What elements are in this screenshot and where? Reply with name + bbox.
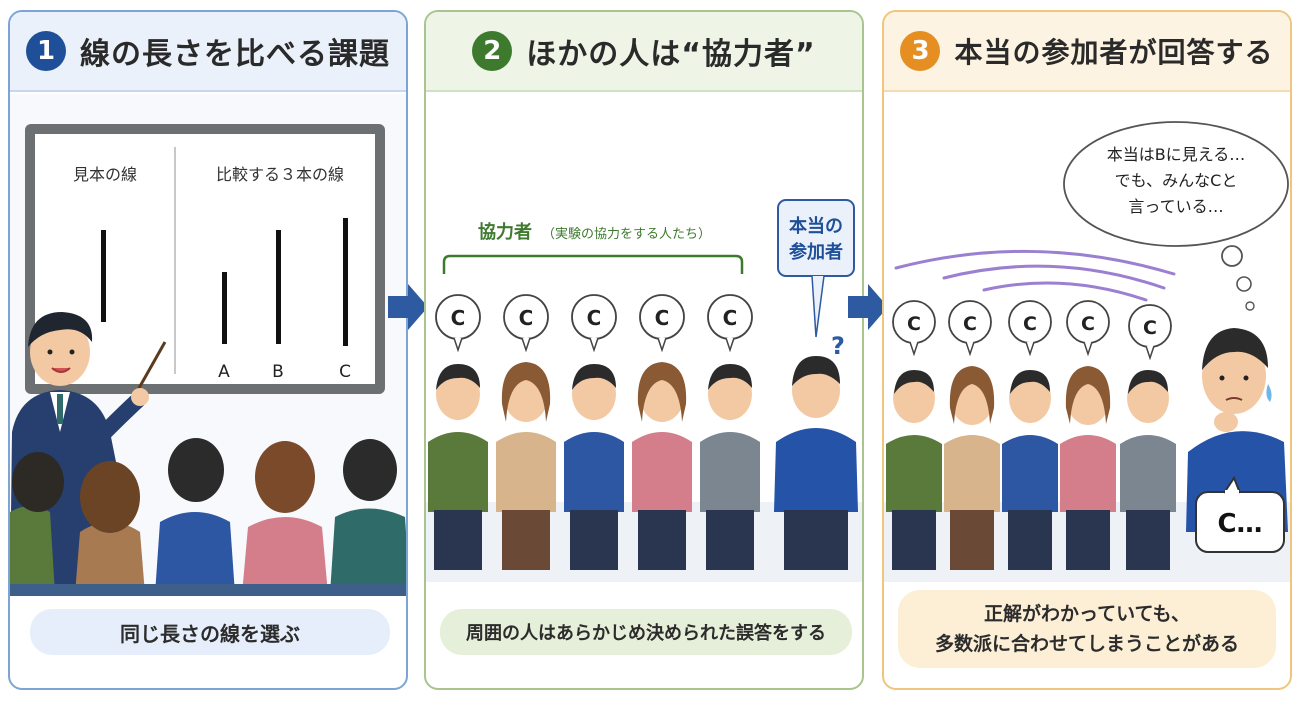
answer-bubble: C — [435, 294, 481, 353]
panel1-caption: 同じ長さの線を選ぶ — [30, 609, 390, 655]
sample-line-label: 見本の線 — [73, 165, 137, 184]
participant-tag: 本当の 参加者 — [777, 199, 855, 338]
sweat-drop-icon — [1266, 384, 1272, 402]
confederate-person — [1002, 370, 1058, 570]
panel-header: 2 ほかの人は“協力者” — [426, 12, 862, 92]
panel-line-task: 1 線の長さを比べる課題 見本の線 比較する３本の線 A B C — [8, 10, 408, 690]
answer-bubble: C — [1008, 300, 1052, 357]
answer-text: C — [963, 313, 977, 335]
answer-bubble: C — [707, 294, 753, 353]
students-audience — [10, 438, 406, 596]
answer-bubble: C — [503, 294, 549, 353]
answer-text: C — [451, 306, 466, 330]
confederate-person — [1120, 370, 1176, 570]
confederate-person — [944, 366, 1000, 570]
confederates-note: （実験の協力をする人たち） — [542, 226, 711, 242]
reply-bubble: C… — [1195, 475, 1285, 553]
confederate-person — [1060, 366, 1116, 570]
confederates-label: 協力者 — [478, 221, 532, 243]
thought-line-2: でも、みんなCと — [1115, 171, 1238, 190]
participant-answer-scene: 本当はBに見える… でも、みんなCと 言っている… C C C C C — [884, 121, 1290, 582]
arrow-right-icon — [388, 284, 428, 330]
whiteboard: 見本の線 比較する３本の線 A B C — [25, 124, 385, 394]
confederate-person — [886, 370, 942, 570]
answer-text: C — [1081, 313, 1095, 335]
answer-bubble: C — [948, 300, 992, 357]
panel-title: 本当の参加者が回答する — [954, 36, 1274, 69]
answer-bubbles: C C C C C — [435, 294, 753, 353]
thought-line-3: 言っている… — [1128, 197, 1223, 216]
question-mark: ? — [831, 332, 845, 360]
panel-header: 3 本当の参加者が回答する — [884, 12, 1290, 92]
arrow-right-icon — [848, 284, 888, 330]
panel3-caption: 正解がわかっていても、 多数派に合わせてしまうことがある — [898, 590, 1276, 668]
classroom-scene: 見本の線 比較する３本の線 A B C — [10, 94, 406, 596]
step-number-badge: 3 — [900, 31, 941, 71]
line-c-label: C — [339, 362, 351, 382]
pressure-lines — [894, 249, 1176, 302]
answer-text: C — [1023, 313, 1037, 335]
line-a-label: A — [218, 362, 230, 382]
confederate-person — [700, 364, 760, 570]
answer-text: C — [587, 306, 602, 330]
confederate-person — [428, 364, 488, 570]
panel-confederates: 2 ほかの人は“協力者” 協力者 （実験の協力をする人たち） 本当の 参加者 ?… — [424, 10, 864, 690]
line-b — [276, 230, 281, 344]
reply-text: C… — [1217, 509, 1262, 539]
confederates-scene: 協力者 （実験の協力をする人たち） 本当の 参加者 ? C C C C C — [426, 199, 862, 582]
caption-line-2: 多数派に合わせてしまうことがある — [934, 633, 1239, 655]
answer-bubble: C — [639, 294, 685, 353]
step-number-badge: 2 — [472, 31, 513, 71]
comparison-lines-label: 比較する３本の線 — [216, 165, 344, 184]
sample-line — [101, 230, 106, 322]
answer-text: C — [1143, 317, 1157, 339]
thought-line-1: 本当はBに見える… — [1107, 145, 1246, 164]
real-participant — [774, 356, 858, 570]
answer-text: C — [655, 306, 670, 330]
confederate-person — [496, 362, 556, 570]
participant-tag-line2: 参加者 — [789, 241, 843, 263]
seated-people — [426, 356, 862, 582]
group-bracket — [442, 254, 744, 274]
answer-text: C — [907, 313, 921, 335]
answer-bubbles: C C C C C — [892, 300, 1172, 361]
line-c — [343, 218, 348, 346]
answer-bubble: C — [1128, 304, 1172, 361]
panel2-caption: 周囲の人はあらかじめ決められた誤答をする — [440, 609, 852, 655]
line-b-label: B — [272, 362, 284, 382]
panel-title: 線の長さを比べる課題 — [80, 37, 390, 72]
participant-tag-line1: 本当の — [789, 215, 843, 237]
answer-bubble: C — [571, 294, 617, 353]
confederate-person — [564, 364, 624, 570]
panel-header: 1 線の長さを比べる課題 — [10, 12, 406, 92]
confederate-person — [632, 362, 692, 570]
answer-bubble: C — [892, 300, 936, 357]
caption-line-1: 正解がわかっていても、 — [984, 603, 1190, 625]
step-number-badge: 1 — [26, 31, 66, 71]
panel-title: ほかの人は“協力者” — [526, 37, 816, 72]
line-a — [222, 272, 227, 344]
answer-bubble: C — [1066, 300, 1110, 357]
thought-cloud: 本当はBに見える… でも、みんなCと 言っている… — [1063, 121, 1289, 311]
answer-text: C — [519, 306, 534, 330]
answer-text: C — [723, 306, 738, 330]
panel-participant-answers: 3 本当の参加者が回答する 本当はBに見える… でも、みんなCと 言っている… … — [882, 10, 1292, 690]
